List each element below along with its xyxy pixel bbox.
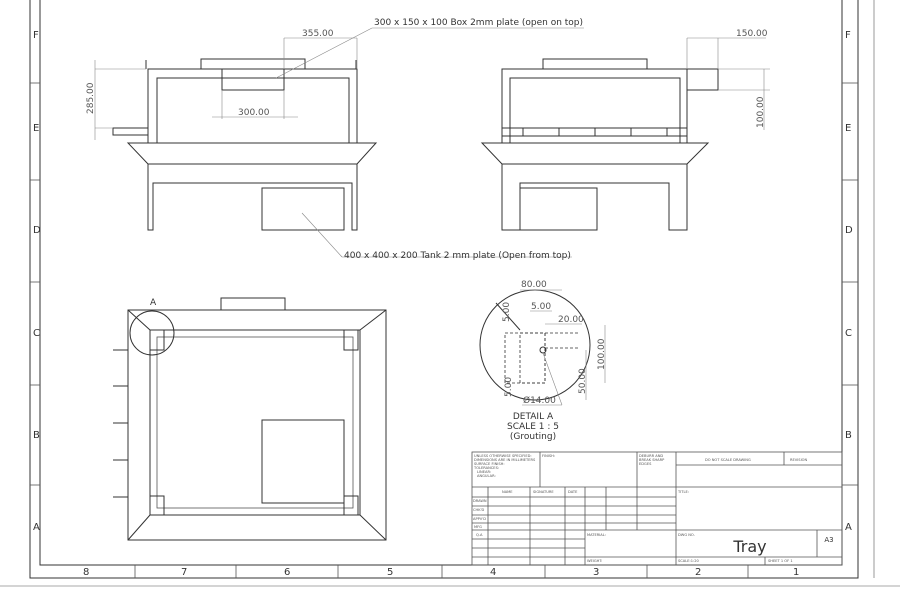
side-view: 150.00 100.00: [480, 29, 770, 231]
zone-label: F: [845, 30, 851, 41]
detail-a: 80.00 5.00 20.00 5.00 100.00 50.00 5.00 …: [479, 280, 607, 442]
detail-subtitle: (Grouting): [510, 432, 556, 442]
title-block: UNLESS OTHERWISE SPECIFIED: DIMENSIONS A…: [471, 451, 843, 566]
zone-label: 1: [793, 567, 799, 578]
dimension-label: 100.00: [756, 96, 766, 128]
title-block-text: TOLERANCES:: [473, 466, 499, 470]
zone-label: B: [33, 430, 40, 441]
zone-label: 4: [490, 567, 496, 578]
title-block-text: DIMENSIONS ARE IN MILLIMETERS: [474, 458, 536, 462]
zone-label: 8: [83, 567, 89, 578]
zone-label: D: [845, 225, 853, 236]
title-block-text: SURFACE FINISH:: [474, 462, 505, 466]
title-block-text: APPV'D: [473, 517, 486, 521]
title-block-text: SIGNATURE: [533, 490, 554, 494]
tank-note: 400 x 400 x 200 Tank 2 mm plate (Open fr…: [344, 251, 571, 261]
title-block-text: WEIGHT:: [587, 559, 602, 563]
title-block-text: MATERIAL:: [587, 533, 606, 537]
zone-label: 2: [695, 567, 701, 578]
title-block-text: CHK'D: [473, 508, 485, 512]
dimension-label: 5.00: [531, 302, 551, 312]
drawing-title: Tray: [732, 537, 766, 556]
dimension-label: 5.00: [504, 377, 514, 397]
box-note: 300 x 150 x 100 Box 2mm plate (open on t…: [374, 18, 583, 28]
title-block-text: DRAWN: [473, 499, 487, 503]
front-view: 355.00 300.00 285.00 300 x 150 x 100 Box…: [86, 18, 584, 261]
zone-label: A: [845, 522, 852, 533]
title-block-text: LINEAR:: [477, 470, 491, 474]
title-block-text: DATE: [568, 490, 578, 494]
title-block-text: DO NOT SCALE DRAWING: [705, 458, 751, 462]
title-block-text: DEBURR AND: [639, 454, 663, 458]
dimension-label: 50.00: [578, 368, 588, 394]
zone-label: 6: [284, 567, 290, 578]
zone-label: F: [33, 30, 39, 41]
title-block-text: BREAK SHARP: [639, 458, 665, 462]
detail-scale: SCALE 1 : 5: [507, 422, 559, 432]
zone-label: B: [845, 430, 852, 441]
zone-row-labels-right: F E D C B A: [845, 30, 853, 533]
title-block-text: FINISH:: [542, 454, 555, 458]
detail-marker: A: [150, 298, 157, 308]
inner-border: [39, 0, 843, 566]
scale-label: SCALE:1:20: [678, 559, 700, 563]
zone-label: E: [845, 123, 851, 134]
sheet-size: A3: [824, 536, 833, 544]
title-block-text: NAME: [502, 490, 513, 494]
zone-label: 7: [181, 567, 187, 578]
dimension-label: 285.00: [86, 82, 96, 114]
dimension-label: 80.00: [521, 280, 547, 290]
zone-label: C: [845, 328, 852, 339]
title-block-text: ANGULAR:: [477, 474, 496, 478]
zone-ticks: [30, 82, 858, 578]
dimension-label: 150.00: [736, 29, 768, 39]
title-block-text: MFG: [474, 525, 482, 529]
title-block-text: Q.A: [476, 533, 483, 537]
zone-label: D: [33, 225, 41, 236]
zone-col-labels: 8 7 6 5 4 3 2 1: [83, 567, 799, 578]
title-block-text: TITLE:: [677, 490, 689, 494]
title-block-text: DWG NO.: [678, 533, 695, 537]
dimension-label: Ø14.00: [523, 395, 556, 406]
zone-row-labels-left: F E D C B A: [33, 30, 41, 533]
zone-label: 3: [593, 567, 599, 578]
zone-label: A: [33, 522, 40, 533]
title-block-text: UNLESS OTHERWISE SPECIFIED:: [474, 454, 532, 458]
zone-label: C: [33, 328, 40, 339]
sheet-label: SHEET 1 OF 1: [768, 559, 793, 563]
plan-view: A: [113, 297, 387, 541]
dimension-label: 100.00: [597, 338, 607, 370]
title-block-text: REVISION: [790, 458, 807, 462]
dimension-label: 20.00: [558, 315, 584, 325]
title-block-text: EDGES: [639, 462, 652, 466]
outer-border: [29, 0, 859, 579]
detail-title: DETAIL A: [513, 412, 554, 422]
zone-label: 5: [387, 567, 393, 578]
dimension-label: 355.00: [302, 29, 334, 39]
dimension-label: 300.00: [238, 108, 270, 118]
dimension-label: 5.00: [502, 302, 512, 322]
zone-label: E: [33, 123, 39, 134]
detail-circle: [129, 310, 175, 356]
